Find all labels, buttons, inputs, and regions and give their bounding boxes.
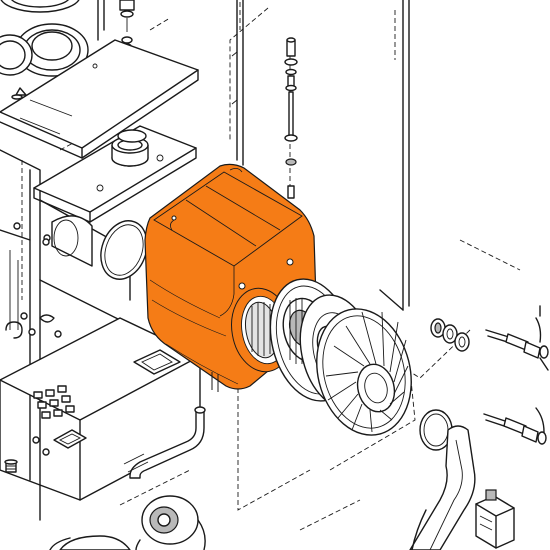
disc-spokes: [325, 311, 409, 433]
flue-duct: [409, 425, 476, 550]
burner-plate: [33, 125, 197, 223]
gasket-ring: [100, 220, 148, 280]
flue-rings-assembly: [0, 0, 89, 100]
spoked-disc: [316, 308, 412, 436]
casing-back-panel: [231, 0, 410, 311]
ignition-electrode-lower: [483, 407, 547, 445]
sensor-rod: [284, 37, 298, 199]
ignition-electrode-upper: [485, 305, 549, 371]
control-module: [475, 489, 515, 549]
retaining-clip: [5, 314, 55, 339]
base-clips: [4, 385, 75, 473]
fan-assembly: [49, 495, 206, 550]
condensate-pipe: [123, 406, 206, 479]
seal-washers: [430, 318, 470, 352]
upper-frame-tray: [0, 39, 199, 159]
